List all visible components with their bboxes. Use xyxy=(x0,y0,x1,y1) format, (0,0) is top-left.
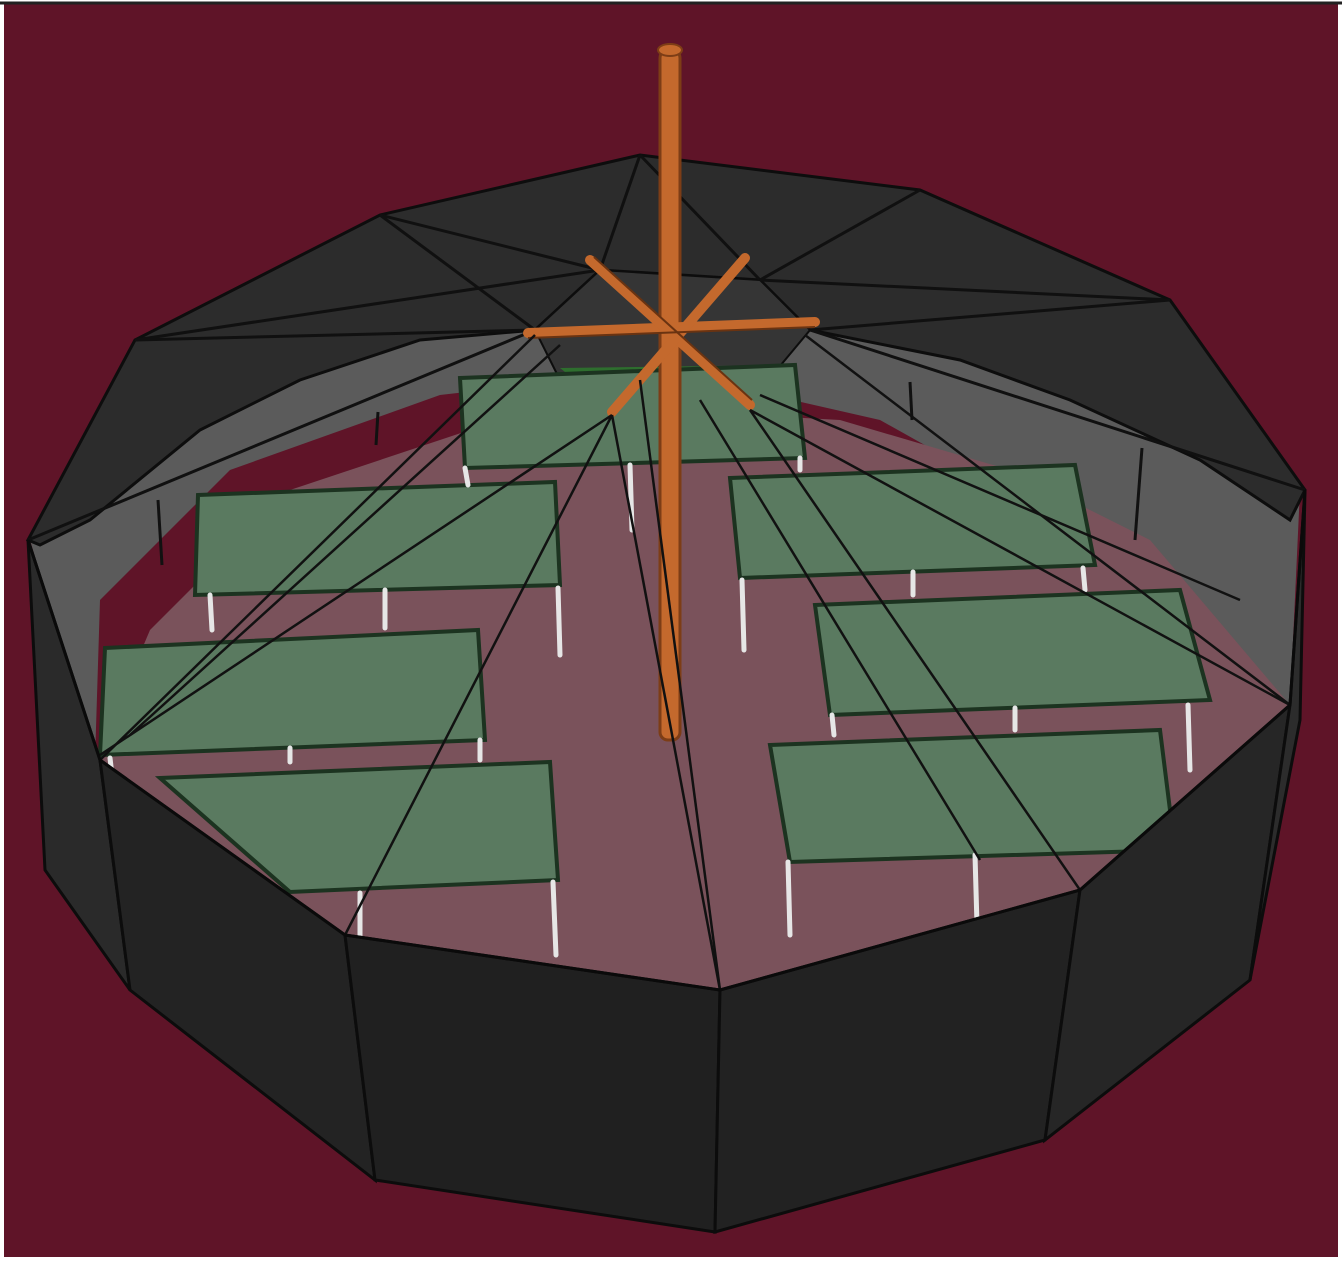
bench-right-3 xyxy=(770,730,1175,862)
bench-right-2 xyxy=(815,590,1210,715)
bench-left-2 xyxy=(100,630,485,755)
bench-left-1 xyxy=(195,482,560,595)
central-pole xyxy=(658,44,682,740)
bench-right-1 xyxy=(730,465,1095,578)
